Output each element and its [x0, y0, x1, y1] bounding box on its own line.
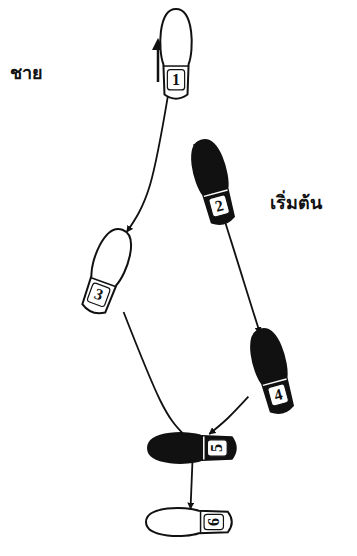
sole-shape: [186, 136, 239, 227]
step-connector: [209, 397, 248, 434]
footprint-outline: [74, 223, 140, 321]
direction-arrow-shaft: [157, 46, 160, 82]
footprint: 3: [74, 223, 140, 321]
heel-line: [200, 511, 202, 533]
footprint: 5: [148, 431, 238, 465]
footprint: 4: [243, 325, 301, 419]
step-connector: [225, 222, 260, 334]
heel-line: [164, 65, 188, 67]
step-number: 5: [207, 431, 227, 465]
footprint: 2: [184, 136, 242, 230]
step-number: 1: [158, 70, 194, 90]
step-connector: [127, 93, 169, 232]
heel-line: [203, 436, 205, 459]
footprint-outline: [184, 136, 242, 230]
step-connector: [124, 312, 184, 434]
footprint: 6: [146, 506, 234, 538]
step-connector: [191, 462, 193, 509]
footprint: 1: [158, 9, 194, 101]
sole-shape: [245, 325, 298, 416]
step-number: 6: [204, 506, 223, 538]
sole-shape: [77, 224, 138, 318]
caption-label: เริ่มต้น: [270, 188, 322, 217]
caption-label: ชาย: [10, 58, 43, 87]
footprint-outline: [243, 325, 301, 419]
